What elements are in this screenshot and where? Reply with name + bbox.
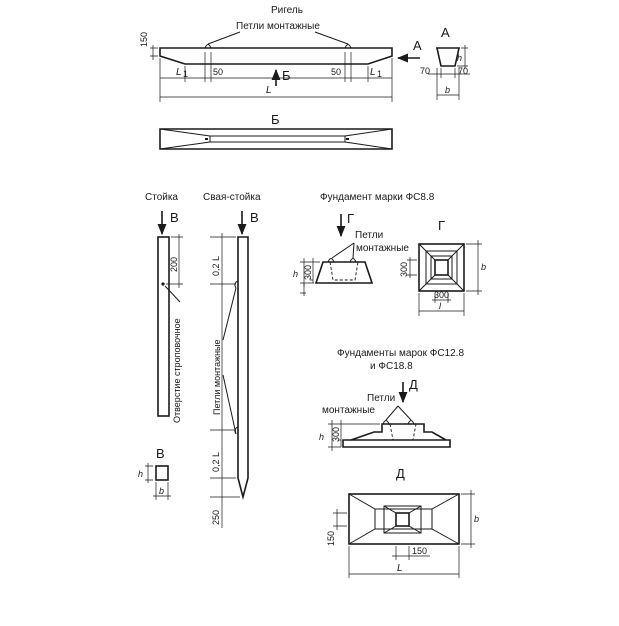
fs88-section: Фундамент марки ФС8.8 Г Петли монтажные … [293,192,486,316]
fs12-title-2: и ФС18.8 [370,361,413,372]
svaya-loops-label: Петли монтажные [212,339,222,415]
fs12-elevation-body [342,439,451,448]
fs12-plan-150-v: 150 [326,531,336,546]
rigel-plan-body [159,128,393,150]
rigel-dim-50-right: 50 [331,67,341,77]
fs88-loop-right-icon [349,258,357,263]
fs88-loop-left-icon [327,258,335,263]
fs12-plan-L: L [397,563,403,574]
rigel-section-70-left: 70 [420,66,430,76]
fs12-section: Фундаменты марок ФС12.8 и ФС18.8 Петли м… [319,348,479,578]
fs88-plan-300-v: 300 [399,262,409,277]
rigel-section-h: h [457,53,462,63]
fs12-loop-left-icon [382,420,390,425]
fs12-dim-300: 300 [331,427,341,442]
stoika-view-v-label: В [170,210,179,225]
fs88-dim-h: h [293,269,298,279]
fs88-plan-title: Г [438,218,445,233]
rigel-plan-title: Б [271,112,280,127]
fs12-plan-title: Д [396,466,405,481]
rigel-loop-right-icon [344,44,352,49]
rigel-loops-label: Петли монтажные [236,21,320,32]
fs88-plan-300-h: 300 [434,290,449,300]
rigel-dim-150: 150 [139,32,149,47]
fs88-loops-1: Петли [355,230,383,241]
fs12-loops-1: Петли [367,393,395,404]
rigel-dim-L1-right: L [370,67,376,78]
rigel-loop-left-icon [204,44,212,49]
fs12-plan-150-h: 150 [412,546,427,556]
fs88-loops-2: монтажные [356,243,409,254]
stoika-section: Стойка В 200 Отверстие строповочное В h … [138,192,183,500]
rigel-plan-loop-left [205,138,208,140]
svaya-view-v-label: В [250,210,259,225]
rigel-dim-50-left: 50 [213,67,223,77]
fs12-plan-outer [348,493,460,545]
rigel-dim-L1-left: L [176,67,182,78]
fs88-plan-outer [418,243,465,292]
stoika-hole-label: Отверстие строповочное [172,318,182,423]
fs12-loops-2: монтажные [322,405,375,416]
svaya-title: Свая-стойка [203,192,261,203]
svaya-dim-bottom: 0,2 L [211,452,221,472]
rigel-dim-L1-right-sub: 1 [377,69,382,79]
svaya-dim-250: 250 [211,510,221,525]
stoika-title: Стойка [145,192,178,203]
stoika-section-h: h [138,469,143,479]
rigel-section-70-right: 70 [458,66,468,76]
svaya-pile-body [237,236,249,501]
stoika-dim-200: 200 [169,257,179,272]
rigel-section-b: b [445,85,450,95]
fs88-dim-300: 300 [303,265,313,280]
fs12-dim-h: h [319,432,324,442]
rigel-view-a-label: А [413,38,422,53]
fs12-plan-b: b [474,514,479,524]
fs88-view-g-label: Г [347,211,354,226]
rigel-section-a-shape [436,47,460,67]
fs12-title-1: Фундаменты марок ФС12.8 [337,348,464,359]
fs12-view-d-label: Д [409,377,418,392]
stoika-section-shape [155,465,169,481]
stoika-section-b: b [159,486,164,496]
rigel-girder-body [159,47,393,65]
fs88-title: Фундамент марки ФС8.8 [320,192,435,203]
rigel-title: Ригель [271,5,303,16]
svaya-section: Свая-стойка В 0,2 L 0,2 L 250 Петли монт… [203,192,261,528]
rigel-view-b-label: Б [282,68,291,83]
rigel-plan-loop-right [346,138,349,140]
fs88-plan-b: b [481,262,486,272]
svaya-dim-top: 0,2 L [211,256,221,276]
rigel-dim-L1-left-sub: 1 [183,69,188,79]
rigel-dim-L: L [266,85,272,96]
rigel-section-a-title: А [441,25,450,40]
stoika-section-title: В [156,446,165,461]
stoika-hole [161,282,165,286]
fs88-elevation-body [314,261,374,284]
stoika-column-body [157,236,170,417]
fs12-loop-right-icon [407,420,415,425]
fs88-plan-l: l [439,301,442,311]
rigel-section: Ригель Петли монтажные 150 L 1 50 50 L 1… [139,5,470,150]
